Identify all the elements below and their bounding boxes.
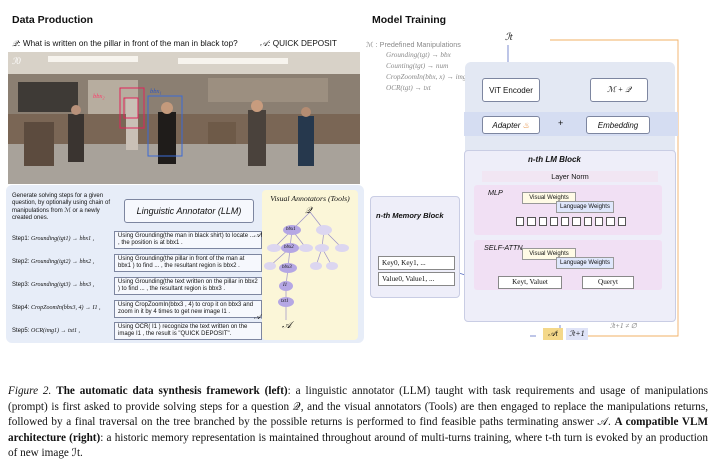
llm-label: Linguistic Annotator (LLM): [136, 206, 242, 216]
step-text-3: Using Grounding(the text written on the …: [114, 277, 262, 295]
adapter-label: Adapter: [492, 120, 521, 130]
token-cell: [549, 217, 559, 226]
token-cell: [516, 217, 525, 226]
mq-label: ℳ + 𝒬: [607, 85, 631, 94]
visual-annotators-title: Visual Annotators (Tools): [270, 194, 350, 203]
answer-line: 𝒜: QUICK DEPOSIT: [260, 39, 337, 49]
token-cell: [538, 217, 547, 226]
step-formula-3: Step3: Grounding(tgt3) → bbx3 ,: [12, 282, 95, 288]
llm-box: Linguistic Annotator (LLM): [124, 199, 254, 223]
question-text: What is written on the pillar in front o…: [22, 39, 238, 48]
step-formula-2: Step2: Grounding(tgt2) → bbx2 ,: [12, 259, 95, 265]
caption-prefix: Figure 2.: [8, 385, 52, 397]
tree-node: bbx3: [282, 265, 292, 270]
step-formula-4: Step4: CropZoomIn(bbx3, 4) → I1 ,: [12, 305, 101, 311]
tree-root: 𝒬: [305, 205, 312, 215]
memory-keys: Key0, Key1, ...: [378, 256, 455, 270]
step-formula-5: Step5: OCR(img1) → txt1 ,: [12, 328, 81, 334]
manipulation-item: Grounding(tgt) → bbx: [386, 51, 451, 59]
tree-node: I1: [283, 283, 288, 288]
input-image-it: ℐt: [505, 32, 513, 43]
lm-block-title: n-th LM Block: [528, 155, 581, 164]
step-formula-1: Step1: Grounding(tgt1) → bbx1 ,: [12, 236, 95, 242]
caption-text-right: : a historic memory representation is ma…: [8, 431, 708, 460]
token-cell: [583, 217, 593, 226]
memory-values: Value0, Value1, ...: [378, 272, 455, 286]
mlp-label: MLP: [488, 188, 503, 197]
question-line: 𝒬: What is written on the pillar in fron…: [12, 39, 238, 49]
embedding-box: Embedding: [586, 116, 650, 134]
step-text-2: Using Grounding(the pillar in front of t…: [114, 254, 262, 272]
query-t: Queryt: [582, 276, 634, 289]
output-it1: ℐt+1: [566, 328, 588, 340]
step-text-5: Using OCR( I1 ) recognize the text writt…: [114, 322, 262, 340]
token-cell: [606, 217, 615, 226]
tree-answer: 𝒜: [282, 320, 292, 331]
annotator-instruction: Generate solving steps for a given quest…: [12, 193, 111, 222]
layer-norm-bar: Layer Norm: [482, 171, 658, 182]
tree-node: bbx2: [284, 245, 294, 250]
adapter-box: Adapter ♨: [482, 116, 540, 134]
caption-bold-left: The automatic data synthesis framework (…: [56, 385, 288, 397]
token-cell: [595, 217, 604, 226]
manipulations-header: ℳ : Predefined Manipulations: [366, 40, 461, 49]
model-training-title: Model Training: [372, 14, 447, 26]
output-at: 𝒜t: [543, 328, 563, 340]
figure-caption: Figure 2. The automatic data synthesis f…: [8, 384, 708, 462]
token-cell: [527, 217, 536, 226]
plus-sign: +: [558, 118, 564, 128]
mlp-language-weights: Language Weights: [556, 201, 614, 213]
bbox-label-1: bbx₁: [150, 88, 162, 95]
vit-encoder-label: ViT Encoder: [489, 85, 533, 95]
answer-a1: 𝒜1: [254, 313, 265, 321]
annotator-tree: [264, 211, 349, 320]
step-text-4: Using CropZoomIn(bbx3 , 4) to crop it on…: [114, 300, 262, 318]
manipulation-item: OCR(tgt) → txt: [386, 84, 431, 92]
tree-node: txt1: [281, 299, 289, 304]
key-value-t: Keyt, Valuet: [498, 276, 562, 289]
token-cell: [572, 217, 581, 226]
caption-text-left: : a linguistic annotator (LLM) taught wi…: [8, 385, 709, 429]
bbox-label-2: bbx₂: [93, 93, 105, 100]
visual-annotators-panel: Visual Annotators (Tools) 𝒬 bbx1 bbx2 bb…: [262, 190, 358, 340]
bank-lobby-drawing: [8, 52, 360, 184]
step-text-1: Using Grounding(the man in black shirt) …: [114, 231, 262, 249]
layer-norm-label: Layer Norm: [551, 172, 589, 181]
fire-icon: ♨: [522, 120, 530, 130]
token-row: [516, 217, 626, 227]
manipulation-item: Counting(tgt) → num: [386, 62, 449, 70]
bank-lobby-image: ℐ0 bbx₂ bbx₁: [8, 52, 360, 184]
caption-bold-right: A compatible VLM architecture (right): [8, 416, 709, 444]
tree-node: bbx1: [286, 227, 296, 232]
mq-box: ℳ + 𝒬: [590, 78, 648, 102]
embedding-label: Embedding: [597, 120, 639, 130]
manipulation-item: CropZoomIn(bbx, x) → img: [386, 73, 467, 81]
attn-language-weights: Language Weights: [556, 257, 614, 269]
self-attn-label: SELF-ATTN: [484, 243, 523, 252]
image-label-i0: ℐ0: [12, 56, 21, 66]
answer-text: QUICK DEPOSIT: [272, 39, 337, 48]
manipulations-list: ℳ : Predefined Manipulations Grounding(t…: [366, 39, 470, 94]
data-production-title: Data Production: [12, 14, 94, 26]
answer-symbol: 𝒜:: [260, 39, 271, 48]
question-symbol: 𝒬:: [12, 39, 21, 48]
loop-condition: ℐt+1 ≠ ∅: [610, 322, 637, 330]
token-cell: [617, 217, 626, 226]
memory-block-title: n-th Memory Block: [376, 211, 444, 220]
vit-encoder-box: ViT Encoder: [482, 78, 540, 102]
token-cell: [561, 217, 570, 226]
answer-a0: 𝒜0: [254, 231, 265, 239]
